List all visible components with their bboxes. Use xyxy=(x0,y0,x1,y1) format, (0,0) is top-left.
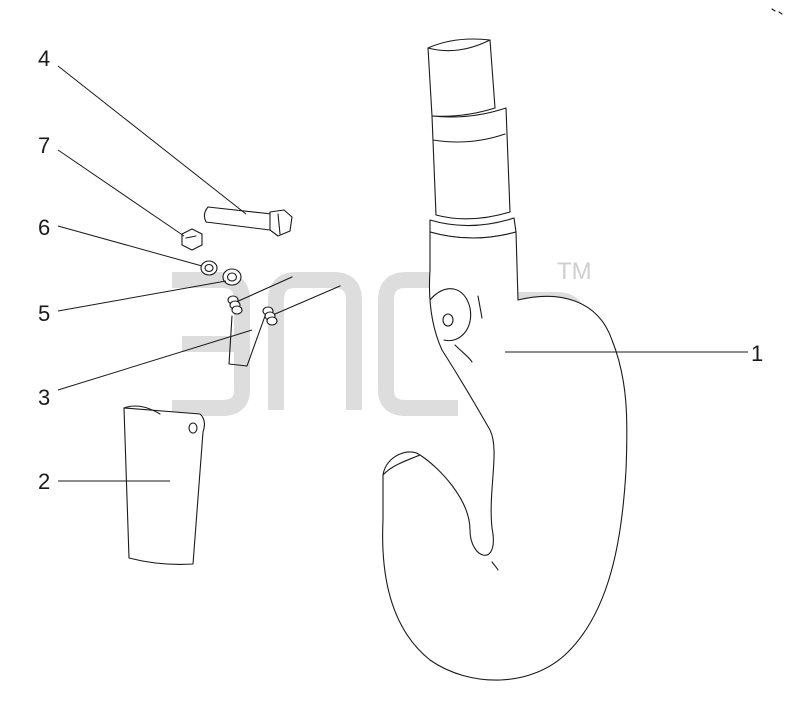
bolt-head xyxy=(269,209,293,237)
spring-wire xyxy=(228,276,341,367)
callout-5: 5 xyxy=(38,301,50,326)
watermark-letter-s xyxy=(378,272,458,416)
latch-plate-part xyxy=(123,405,206,565)
leader-lines xyxy=(57,65,748,482)
leader-6 xyxy=(57,225,203,267)
nut-part xyxy=(181,228,203,251)
callout-labels: 1 2 3 4 5 6 7 xyxy=(38,46,763,494)
hook-shank xyxy=(431,107,511,220)
washer-part xyxy=(222,268,242,286)
watermark-tm: TM xyxy=(557,258,592,285)
latch-plate xyxy=(123,407,206,565)
bolt-shank xyxy=(203,206,273,231)
watermark-letter-p xyxy=(268,272,362,410)
callout-2: 2 xyxy=(38,469,50,494)
latch-plate-hole xyxy=(188,422,198,434)
leader-3 xyxy=(57,329,253,391)
hook-part xyxy=(382,38,628,681)
torsion-spring-part xyxy=(227,276,341,367)
leader-7 xyxy=(57,149,185,237)
corner-mark xyxy=(771,8,783,15)
spring-coil-left xyxy=(227,295,243,315)
leader-4 xyxy=(57,65,247,215)
callout-3: 3 xyxy=(38,385,50,410)
leader-5 xyxy=(57,280,227,312)
callout-6: 6 xyxy=(38,215,50,240)
bolt-part xyxy=(203,206,293,237)
callout-7: 7 xyxy=(38,133,50,158)
hook-body xyxy=(382,231,628,681)
hook-ear xyxy=(429,288,472,342)
callout-1: 1 xyxy=(751,341,763,366)
hook-shank-cap xyxy=(427,38,496,117)
spring-washer-part xyxy=(200,260,218,276)
nut xyxy=(181,228,203,251)
hook-pin-hole xyxy=(442,313,454,327)
spring-coil-right xyxy=(262,306,278,326)
callout-4: 4 xyxy=(38,46,50,71)
